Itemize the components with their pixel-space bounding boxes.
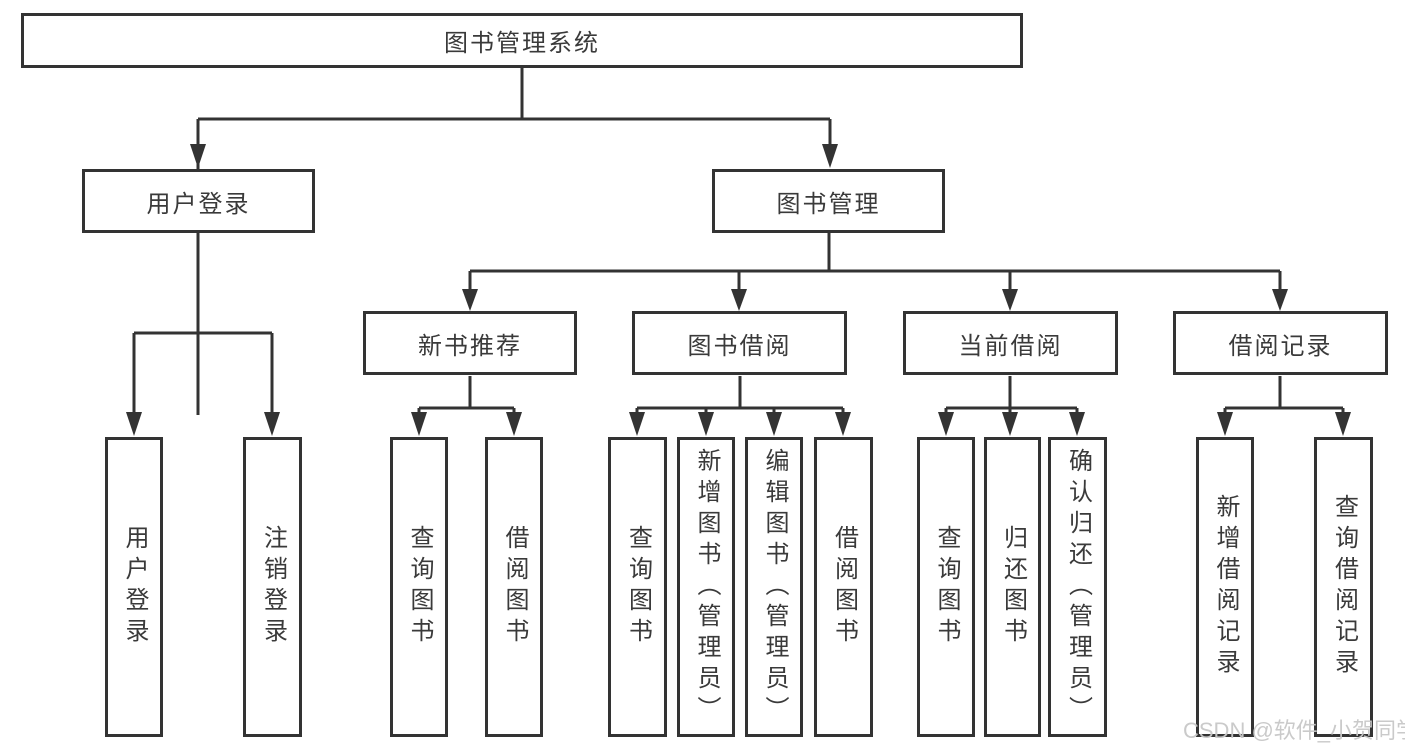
leaf-edit-books-admin-label: 编辑图书（管理员） — [761, 447, 788, 727]
leaf-borrow-books-borrowing: 借阅图书 — [814, 437, 873, 737]
leaf-return-books-label: 归还图书 — [999, 525, 1027, 649]
leaf-search-books-current-label: 查询图书 — [933, 525, 960, 649]
current-borrowing-connector — [938, 376, 1085, 436]
node-root-label: 图书管理系统 — [444, 30, 600, 57]
user-login-branch-connector — [126, 232, 280, 436]
leaf-search-books-current: 查询图书 — [917, 437, 975, 737]
leaf-return-books: 归还图书 — [984, 437, 1041, 737]
node-book-management-label: 图书管理 — [776, 190, 881, 218]
leaf-search-books-borrowing: 查询图书 — [608, 437, 667, 737]
leaf-search-books-borrowing-label: 查询图书 — [624, 525, 652, 649]
book-borrowing-connector — [629, 376, 851, 436]
node-user-login: 用户登录 — [82, 169, 315, 233]
leaf-borrow-books-recommend: 借阅图书 — [485, 437, 543, 737]
leaf-user-login: 用户登录 — [105, 437, 163, 737]
leaf-search-books-recommend: 查询图书 — [390, 437, 448, 737]
new-book-recommend-connector — [411, 376, 522, 436]
leaf-edit-books-admin: 编辑图书（管理员） — [745, 437, 803, 737]
leaf-borrow-books-recommend-label: 借阅图书 — [501, 525, 528, 649]
leaf-logout-label: 注销登录 — [259, 525, 287, 649]
leaf-add-borrow-record-label: 新增借阅记录 — [1212, 494, 1239, 680]
csdn-watermark: CSDN @软件_小贺同学 — [1183, 718, 1405, 743]
node-current-borrowing: 当前借阅 — [903, 311, 1118, 375]
node-user-login-label: 用户登录 — [146, 190, 251, 218]
node-book-borrowing-label: 图书借阅 — [687, 332, 792, 360]
node-current-borrowing-label: 当前借阅 — [958, 332, 1063, 360]
node-borrow-records-label: 借阅记录 — [1228, 332, 1333, 360]
root-to-level2-connector — [190, 68, 838, 415]
leaf-search-books-recommend-label: 查询图书 — [406, 525, 433, 649]
leaf-add-borrow-record: 新增借阅记录 — [1196, 437, 1254, 737]
borrow-records-connector — [1217, 376, 1351, 436]
node-new-book-recommend: 新书推荐 — [363, 311, 577, 375]
leaf-confirm-return-admin-label: 确认归还（管理员） — [1064, 447, 1092, 727]
leaf-add-books-admin-label: 新增图书（管理员） — [693, 447, 720, 727]
node-borrow-records: 借阅记录 — [1173, 311, 1388, 375]
node-book-borrowing: 图书借阅 — [632, 311, 847, 375]
leaf-borrow-books-borrowing-label: 借阅图书 — [830, 525, 858, 649]
leaf-add-books-admin: 新增图书（管理员） — [677, 437, 735, 737]
book-management-branch-connector — [462, 233, 1288, 311]
node-root: 图书管理系统 — [21, 13, 1023, 68]
node-new-book-recommend-label: 新书推荐 — [418, 332, 522, 360]
leaf-logout: 注销登录 — [243, 437, 302, 737]
leaf-user-login-label: 用户登录 — [121, 525, 148, 649]
leaf-search-borrow-record: 查询借阅记录 — [1314, 437, 1373, 737]
leaf-search-borrow-record-label: 查询借阅记录 — [1330, 494, 1358, 680]
node-book-management: 图书管理 — [712, 169, 945, 233]
leaf-confirm-return-admin: 确认归还（管理员） — [1048, 437, 1107, 737]
